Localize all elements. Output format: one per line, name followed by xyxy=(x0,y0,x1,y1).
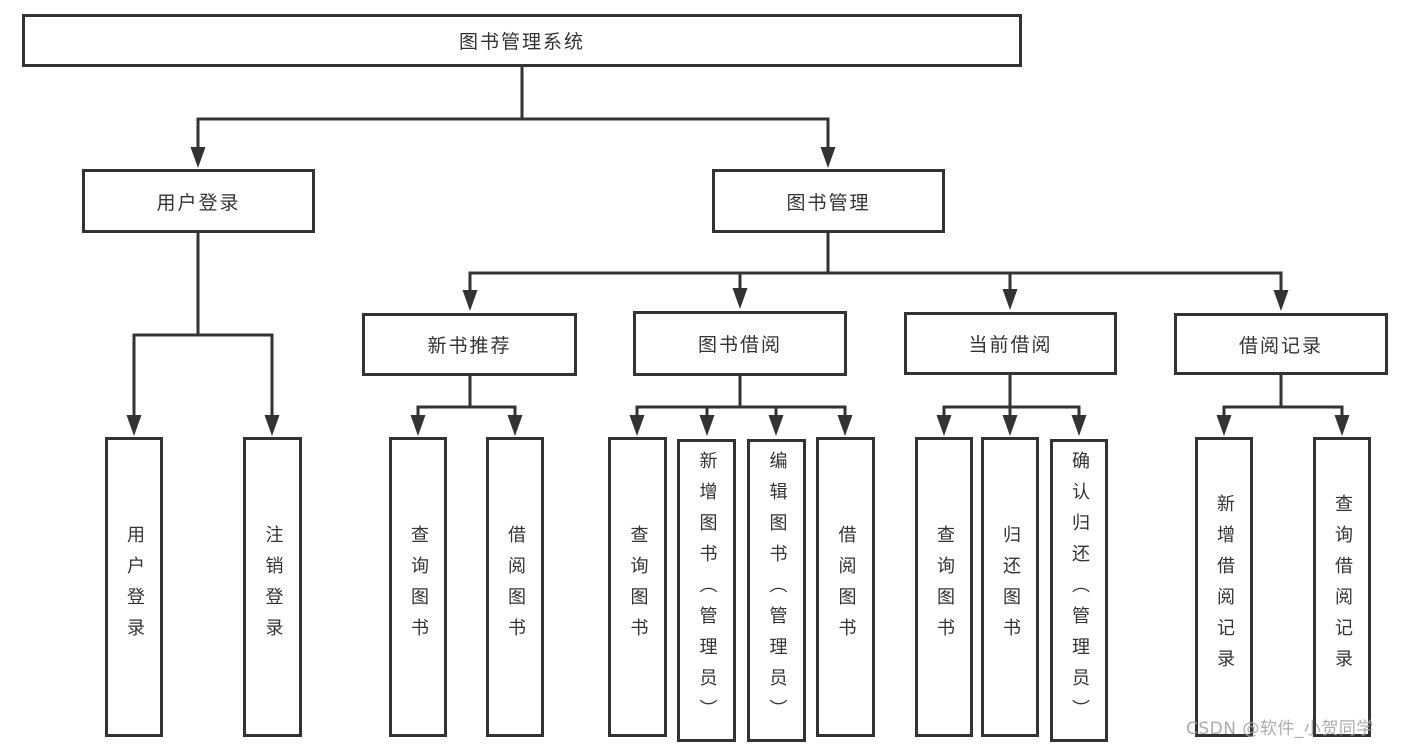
leaf-logout: 注销登录 xyxy=(243,437,302,737)
node-current-borrow: 当前借阅 xyxy=(904,312,1117,375)
leaf-borrow-books-borrow-label: 借阅图书 xyxy=(835,525,857,649)
node-user-login: 用户登录 xyxy=(82,169,315,233)
leaf-query-books-current-label: 查询图书 xyxy=(934,525,955,649)
leaf-query-books-current: 查询图书 xyxy=(915,437,973,737)
arrowhead xyxy=(629,415,645,436)
arrowhead xyxy=(264,415,280,436)
leaf-query-books-borrow: 查询图书 xyxy=(608,437,667,737)
leaf-edit-book-admin-label: 编辑图书（管理员） xyxy=(766,451,788,730)
node-book-management: 图书管理 xyxy=(712,169,945,233)
node-user-login-label: 用户登录 xyxy=(156,191,241,214)
arrowhead xyxy=(1273,290,1289,311)
leaf-query-books-recommend-label: 查询图书 xyxy=(408,525,429,649)
arrowhead xyxy=(1002,289,1018,310)
leaf-query-books-borrow-label: 查询图书 xyxy=(627,525,649,649)
node-borrow-records-label: 借阅记录 xyxy=(1238,334,1323,357)
leaf-borrow-books-recommend-label: 借阅图书 xyxy=(505,525,526,649)
leaf-user-login-label: 用户登录 xyxy=(124,525,145,649)
watermark: CSDN @软件_小贺同学 xyxy=(1186,719,1374,739)
node-book-borrow-label: 图书借阅 xyxy=(697,334,782,356)
leaf-add-borrow-record: 新增借阅记录 xyxy=(1195,437,1253,737)
arrowhead xyxy=(837,415,853,436)
node-book-management-label: 图书管理 xyxy=(786,191,871,214)
leaf-confirm-return-admin: 确认归还（管理员） xyxy=(1050,439,1108,742)
arrowhead xyxy=(126,415,142,436)
leaf-add-book-admin: 新增图书（管理员） xyxy=(677,439,736,742)
arrowhead xyxy=(1002,415,1018,436)
leaf-edit-book-admin: 编辑图书（管理员） xyxy=(747,439,806,742)
connector-lines xyxy=(132,67,1344,420)
leaf-add-book-admin-label: 新增图书（管理员） xyxy=(696,451,718,730)
node-root-label: 图书管理系统 xyxy=(458,31,585,53)
arrowhead xyxy=(936,415,952,436)
leaf-query-borrow-record: 查询借阅记录 xyxy=(1313,437,1371,737)
node-new-book-recommend: 新书推荐 xyxy=(362,313,577,376)
arrowhead xyxy=(410,415,426,436)
arrowhead xyxy=(732,288,748,309)
node-root: 图书管理系统 xyxy=(22,14,1022,67)
leaf-query-books-recommend: 查询图书 xyxy=(389,437,447,737)
leaf-user-login: 用户登录 xyxy=(105,437,163,737)
arrowheads xyxy=(126,147,1350,436)
arrowhead xyxy=(1334,415,1350,436)
node-borrow-records: 借阅记录 xyxy=(1174,313,1388,375)
arrowhead xyxy=(190,147,206,168)
arrowhead xyxy=(699,415,715,436)
arrowhead xyxy=(462,290,478,311)
leaf-return-book: 归还图书 xyxy=(981,437,1039,737)
node-new-book-recommend-label: 新书推荐 xyxy=(427,335,512,357)
node-book-borrow: 图书借阅 xyxy=(633,311,847,376)
leaf-borrow-books-borrow: 借阅图书 xyxy=(816,437,875,737)
node-current-borrow-label: 当前借阅 xyxy=(968,334,1053,356)
leaf-query-borrow-record-label: 查询借阅记录 xyxy=(1332,494,1353,680)
leaf-add-borrow-record-label: 新增借阅记录 xyxy=(1214,494,1235,680)
arrowhead xyxy=(1216,415,1232,436)
leaf-confirm-return-admin-label: 确认归还（管理员） xyxy=(1069,451,1090,730)
arrowhead xyxy=(820,147,836,168)
leaf-logout-label: 注销登录 xyxy=(262,525,284,649)
arrowhead xyxy=(768,415,784,436)
arrowhead xyxy=(507,415,523,436)
leaf-return-book-label: 归还图书 xyxy=(1000,525,1021,649)
leaf-borrow-books-recommend: 借阅图书 xyxy=(486,437,544,737)
arrowhead xyxy=(1071,415,1087,436)
